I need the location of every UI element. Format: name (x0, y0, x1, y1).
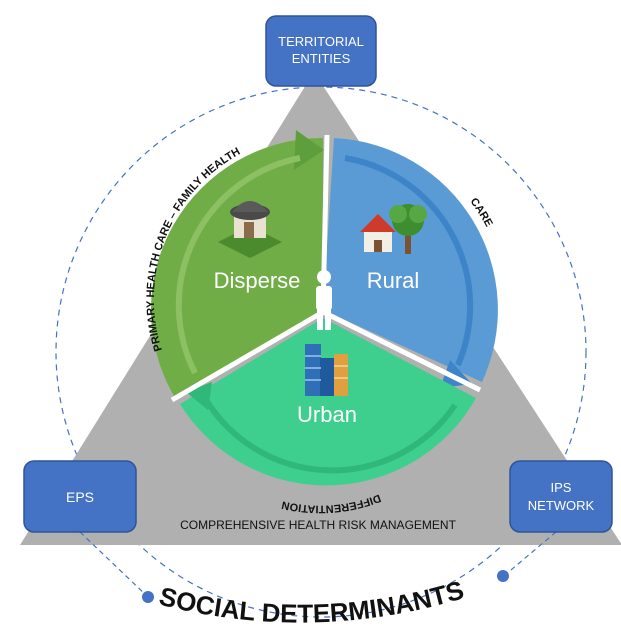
box-top-line2: ENTITIES (292, 51, 351, 66)
label-disperse: Disperse (214, 268, 301, 293)
base-label: COMPREHENSIVE HEALTH RISK MANAGEMENT (180, 518, 456, 532)
segment-disperse (150, 138, 323, 396)
box-right-line1: IPS (551, 480, 572, 495)
segment-urban (180, 318, 476, 486)
dot-left (142, 591, 154, 603)
box-ips-network: IPS NETWORK (509, 460, 613, 533)
label-urban: Urban (297, 402, 357, 427)
box-right-line2: NETWORK (528, 498, 595, 513)
buildings-icon (305, 344, 348, 396)
connector-left (79, 531, 149, 598)
house-tree-icon (360, 204, 427, 254)
hut-icon (218, 201, 282, 258)
box-territorial-entities: TERRITORIAL ENTITIES (265, 15, 377, 87)
separator-right (321, 309, 482, 393)
connector-right (504, 531, 557, 576)
dot-right (497, 570, 509, 582)
person-icon (316, 270, 332, 330)
green-inner-arc (175, 155, 301, 375)
segment-rural (323, 138, 498, 382)
box-left-label: EPS (66, 489, 94, 505)
green-arrow-head (294, 130, 324, 170)
box-top-line1: TERRITORIAL (278, 34, 364, 49)
label-rural: Rural (367, 268, 420, 293)
teal-inner-arc (202, 396, 458, 474)
footer-title: SOCIAL DETERMINANTS (156, 575, 467, 629)
separator-left (170, 309, 325, 403)
box-eps: EPS (23, 460, 137, 533)
blue-inner-arc (344, 155, 474, 367)
